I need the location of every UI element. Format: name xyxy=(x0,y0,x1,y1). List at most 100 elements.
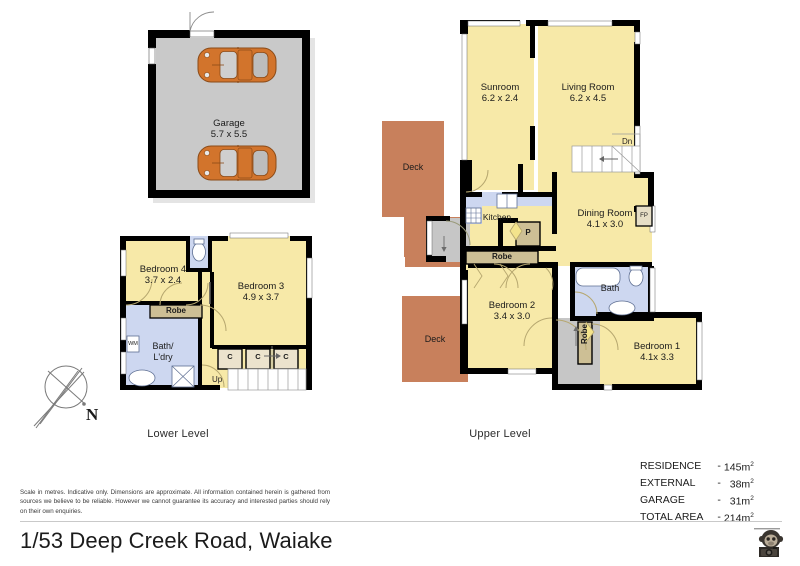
robe-label-bedroom1: Robe xyxy=(580,324,589,344)
room-label-bath-laundry-2: L'dry xyxy=(153,352,173,362)
window xyxy=(229,232,289,239)
door-swing-arc xyxy=(505,263,531,289)
area-dash: - xyxy=(717,459,721,472)
basin-icon xyxy=(128,369,156,387)
area-dash: - xyxy=(717,476,721,489)
fireplace-icon xyxy=(635,205,653,227)
door-swing-arc xyxy=(185,282,209,306)
disclaimer-text: Scale in metres. Indicative only. Dimens… xyxy=(20,489,330,515)
upper-level-caption: Upper Level xyxy=(469,428,531,440)
door-swing-arc xyxy=(125,278,153,306)
garage-window xyxy=(148,47,156,65)
robe-label-lower: Robe xyxy=(166,306,186,315)
stairs-down xyxy=(571,133,641,173)
property-address: 1/53 Deep Creek Road, Waiake xyxy=(20,528,333,553)
window xyxy=(603,384,613,391)
room-dimensions-bedroom-1: 4.1x 3.3 xyxy=(640,352,674,363)
area-row: TOTAL AREA - 214m2 xyxy=(640,509,754,526)
room-label-living-room: Living Room xyxy=(561,82,615,93)
robe-label-kitchen: Robe xyxy=(492,252,512,261)
deck-label-upper: Deck xyxy=(402,162,424,172)
garage-plan xyxy=(148,11,315,203)
area-value: 214m2 xyxy=(723,512,754,525)
window xyxy=(696,321,703,381)
room-dimensions-dining-room: 4.1 x 3.0 xyxy=(586,219,624,230)
lower-level-plan xyxy=(120,232,313,391)
area-row: EXTERNAL - 38m2 xyxy=(640,475,754,492)
toilet-icon xyxy=(192,242,206,262)
upper-level-plan xyxy=(382,20,703,391)
window xyxy=(306,257,313,299)
door-swing-arc xyxy=(199,304,227,332)
bifold-door xyxy=(509,221,523,241)
sunroom-fill xyxy=(466,24,534,190)
room-label-bath: Bath xyxy=(600,283,620,293)
room-dimensions-bedroom-4: 3.7 x 2.4 xyxy=(144,275,182,286)
compass-rose xyxy=(33,365,88,429)
area-label: GARAGE xyxy=(640,493,685,506)
basin-icon xyxy=(608,300,636,316)
window xyxy=(461,33,468,161)
area-value: 145m2 xyxy=(723,461,754,474)
robe-joinery xyxy=(149,304,203,319)
room-dimensions-living-room: 6.2 x 4.5 xyxy=(569,93,607,104)
room-label-bedroom-4: Bedroom 4 xyxy=(139,264,187,275)
door-swing-arc xyxy=(159,282,183,306)
washing-machine-icon xyxy=(126,335,140,353)
cooktop-icon xyxy=(465,207,482,224)
door-swing-arc xyxy=(523,317,553,347)
garage-dimensions: 5.7 x 5.5 xyxy=(210,129,248,140)
room-dimensions-bedroom-3: 4.9 x 3.7 xyxy=(242,292,280,303)
washing-machine-label: WM xyxy=(128,341,138,347)
fireplace-label: FP xyxy=(640,213,648,219)
bedroom-3-fill xyxy=(212,236,310,348)
area-dash: - xyxy=(717,493,721,506)
pantry-label: P xyxy=(525,228,531,237)
window xyxy=(426,220,433,256)
window xyxy=(120,351,127,375)
door-swing-arc xyxy=(574,291,598,315)
compass-north-label: N xyxy=(86,405,99,424)
lower-level-caption: Lower Level xyxy=(147,428,209,440)
robe-joinery-kitchen xyxy=(465,250,539,265)
photographer-monkey-logo xyxy=(754,528,784,557)
area-label: TOTAL AREA xyxy=(640,511,704,524)
stairs-down-label: Dn xyxy=(622,137,633,146)
door-swing-arc xyxy=(445,220,471,246)
bathtub-icon xyxy=(575,267,621,287)
area-row: RESIDENCE - 145m2 xyxy=(640,458,754,475)
bifold-door xyxy=(585,321,595,343)
area-label: EXTERNAL xyxy=(640,476,696,489)
room-label-kitchen: Kitchen xyxy=(482,212,512,222)
door-swing-arc xyxy=(493,263,519,289)
stairs-up xyxy=(227,346,307,391)
room-label-bedroom-1: Bedroom 1 xyxy=(633,341,681,352)
area-row: GARAGE - 31m2 xyxy=(640,492,754,509)
room-label-bedroom-2: Bedroom 2 xyxy=(488,300,536,311)
door-swing-arc xyxy=(201,364,225,388)
area-value: 38m2 xyxy=(729,478,754,491)
deck-lower-fill xyxy=(402,296,468,382)
window xyxy=(467,20,521,27)
area-dash: - xyxy=(717,511,721,524)
window xyxy=(120,249,127,277)
stairs-up-label: Up xyxy=(212,375,223,384)
car-icon-top xyxy=(197,46,277,84)
area-label: RESIDENCE xyxy=(640,459,702,472)
area-value: 31m2 xyxy=(729,495,754,508)
footer-divider xyxy=(20,521,782,522)
garage-label: Garage xyxy=(213,118,245,129)
window xyxy=(507,368,537,375)
door-swing-arc xyxy=(545,267,554,291)
cupboard-label-2: C xyxy=(255,352,261,361)
door-swing-arc xyxy=(591,323,619,351)
room-label-dining-room: Dining Room xyxy=(577,208,633,219)
room-label-bath-laundry-1: Bath/ xyxy=(152,341,174,351)
room-dimensions-sunroom: 6.2 x 2.4 xyxy=(481,93,519,104)
window xyxy=(547,20,613,27)
garage-door-opening xyxy=(189,30,215,38)
room-dimensions-bedroom-2: 3.4 x 3.0 xyxy=(493,311,531,322)
car-icon-bottom xyxy=(197,144,277,182)
room-label-sunroom: Sunroom xyxy=(480,82,520,93)
